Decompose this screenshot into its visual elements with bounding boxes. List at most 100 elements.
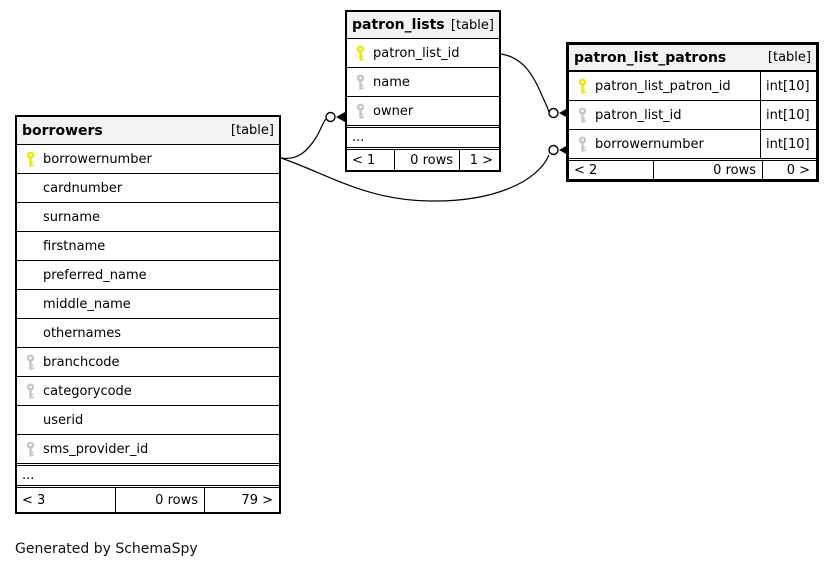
edge-arrowhead: [336, 112, 345, 122]
edge-circle-marker: [325, 111, 336, 123]
table-name-link[interactable]: patron_lists: [352, 17, 445, 33]
column-row: borrowernumber: [17, 145, 279, 174]
column-name: borrowernumber: [43, 151, 152, 167]
key-icon-cell: [347, 68, 373, 96]
column-name: surname: [43, 209, 100, 225]
footer-row-count: 0 rows: [116, 488, 205, 512]
primary-key-icon: [356, 45, 364, 61]
entity-table-borrowers: borrowers [table] borrowernumber cardnumber…: [15, 115, 281, 514]
column-row: branchcode: [17, 348, 279, 377]
column-row: surname: [17, 203, 279, 232]
key-icon-cell: [17, 145, 43, 173]
table-name-link[interactable]: patron_list_patrons: [574, 49, 727, 66]
primary-key-icon: [26, 151, 34, 167]
column-row: patron_list_id int[10]: [569, 101, 816, 130]
table-type-tag: [table]: [767, 50, 811, 65]
key-icon-cell: [17, 377, 43, 405]
edge-borrowers-to-patron-lists-owner: [280, 118, 327, 160]
edge-borrowers-to-patron-list-patrons: [280, 154, 550, 202]
edge-circle-marker: [548, 144, 559, 156]
table-header: borrowers [table]: [17, 117, 279, 145]
column-type: int[10]: [760, 101, 816, 129]
index-key-icon: [26, 354, 34, 370]
edge-patron-lists-to-patron-list-patrons: [500, 53, 550, 113]
column-name: patron_list_id: [373, 45, 460, 61]
schemaspy-credit: Generated by SchemaSpy: [15, 541, 198, 557]
column-row: othernames: [17, 319, 279, 348]
column-type: int[10]: [760, 130, 816, 158]
table-type-tag: [table]: [450, 17, 494, 33]
column-row: name: [347, 68, 499, 97]
footer-parents-count: < 2: [569, 161, 654, 179]
key-icon-cell: [569, 130, 595, 158]
column-name: patron_list_id: [595, 107, 682, 123]
table-header: patron_list_patrons [table]: [569, 45, 816, 72]
footer-row-count: 0 rows: [395, 150, 460, 170]
column-name: owner: [373, 103, 414, 119]
footer-row-count: 0 rows: [654, 161, 763, 179]
column-row: cardnumber: [17, 174, 279, 203]
key-icon-cell: [347, 97, 373, 125]
key-icon-cell: [17, 232, 43, 260]
key-icon-cell: [17, 174, 43, 202]
index-key-icon: [26, 383, 34, 399]
column-name: firstname: [43, 238, 106, 254]
column-row: firstname: [17, 232, 279, 261]
key-icon-cell: [17, 435, 43, 463]
key-icon-cell: [17, 348, 43, 376]
table-name-link[interactable]: borrowers: [22, 122, 103, 139]
column-name: branchcode: [43, 354, 120, 370]
column-name: othernames: [43, 325, 122, 341]
footer-parents-count: < 3: [17, 488, 116, 512]
key-icon-cell: [17, 290, 43, 318]
column-list: borrowernumber cardnumber surname firstname…: [17, 145, 279, 464]
column-row: userid: [17, 406, 279, 435]
column-name: name: [373, 74, 410, 90]
key-icon-cell: [347, 39, 373, 67]
table-type-tag: [table]: [230, 123, 274, 138]
table-header: patron_lists [table]: [347, 12, 499, 39]
key-icon-cell: [17, 203, 43, 231]
edge-arrowhead: [559, 108, 568, 118]
column-row: patron_list_patron_id int[10]: [569, 72, 816, 101]
column-row: sms_provider_id: [17, 435, 279, 464]
footer-children-count: 0 >: [786, 162, 810, 178]
footer-children-count: 79 >: [241, 492, 273, 508]
column-row: patron_list_id: [347, 39, 499, 68]
truncated-columns-marker: ...: [347, 127, 499, 148]
index-key-icon: [356, 74, 364, 90]
column-name: cardnumber: [43, 180, 123, 196]
column-name: preferred_name: [43, 267, 147, 283]
index-key-icon: [26, 441, 34, 457]
column-name: userid: [43, 412, 84, 428]
index-key-icon: [578, 136, 586, 152]
index-key-icon: [578, 107, 586, 123]
truncated-columns-marker: ...: [17, 465, 279, 486]
column-name: sms_provider_id: [43, 441, 149, 457]
footer-parents-count: < 1: [347, 150, 395, 170]
column-name: borrowernumber: [595, 136, 704, 152]
column-row: categorycode: [17, 377, 279, 406]
edge-arrowhead: [559, 145, 568, 155]
column-name: middle_name: [43, 296, 131, 312]
entity-table-patron-list-patrons: patron_list_patrons[table]patron_list_pa…: [566, 42, 819, 182]
index-key-icon: [356, 103, 364, 119]
column-name: patron_list_patron_id: [595, 78, 731, 94]
key-icon-cell: [17, 406, 43, 434]
column-name: categorycode: [43, 383, 132, 399]
column-row: middle_name: [17, 290, 279, 319]
column-type: int[10]: [760, 72, 816, 100]
column-row: owner: [347, 97, 499, 126]
column-row: borrowernumber int[10]: [569, 130, 816, 159]
key-icon-cell: [17, 261, 43, 289]
key-icon-cell: [17, 319, 43, 347]
column-row: preferred_name: [17, 261, 279, 290]
footer-children-count: 1 >: [469, 152, 493, 168]
